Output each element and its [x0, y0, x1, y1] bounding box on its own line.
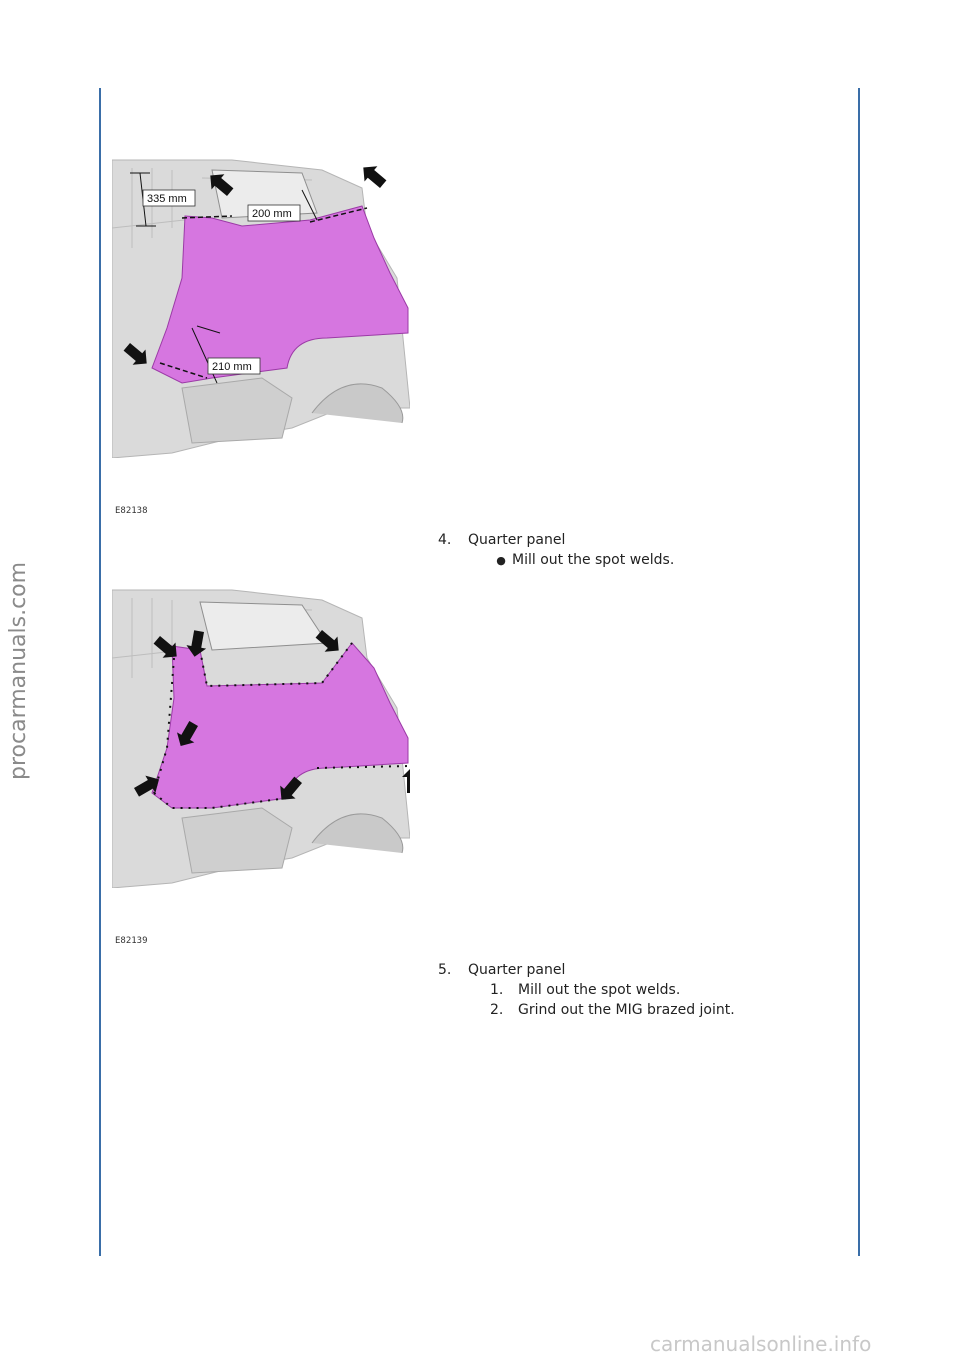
arrow-icon [153, 636, 177, 658]
arrow-icon [402, 767, 410, 793]
step-5: 5. Quarter panel [438, 960, 565, 980]
step-4: 4. Quarter panel [438, 530, 565, 550]
figure-quarter-panel-dimensions: 335 mm 200 mm 210 mm [112, 158, 410, 458]
side-watermark: procarmanuals.com [6, 561, 31, 780]
step-title: Quarter panel [468, 962, 566, 978]
bottom-watermark: carmanualsonline.info [650, 1332, 872, 1356]
dimension-label-335: 335 mm [147, 193, 187, 205]
right-margin-rule [858, 88, 860, 1256]
step-number: 5. [438, 962, 452, 978]
dimension-label-210: 210 mm [212, 361, 252, 373]
bullet-item: ●Mill out the spot welds. [490, 550, 674, 571]
figure-code: E82139 [115, 936, 148, 946]
arrow-icon [315, 630, 339, 652]
left-margin-rule [99, 88, 101, 1256]
figure-code: E82138 [115, 506, 148, 516]
arrow-icon [134, 775, 160, 797]
arrow-icon [123, 343, 147, 365]
arrow-icon [177, 721, 198, 747]
arrow-icon [186, 630, 207, 657]
numbered-item: 1.Mill out the spot welds. [490, 982, 681, 998]
dimension-label-200: 200 mm [252, 208, 292, 220]
arrow-icon [363, 166, 387, 188]
arrow-icon [210, 174, 234, 196]
figure-quarter-panel-spot-welds [112, 588, 410, 888]
bullet-icon: ● [496, 554, 506, 567]
numbered-item: 2.Grind out the MIG brazed joint. [490, 1002, 735, 1018]
arrow-icon [280, 776, 302, 800]
step-title: Quarter panel [468, 532, 566, 548]
step-number: 4. [438, 532, 452, 548]
